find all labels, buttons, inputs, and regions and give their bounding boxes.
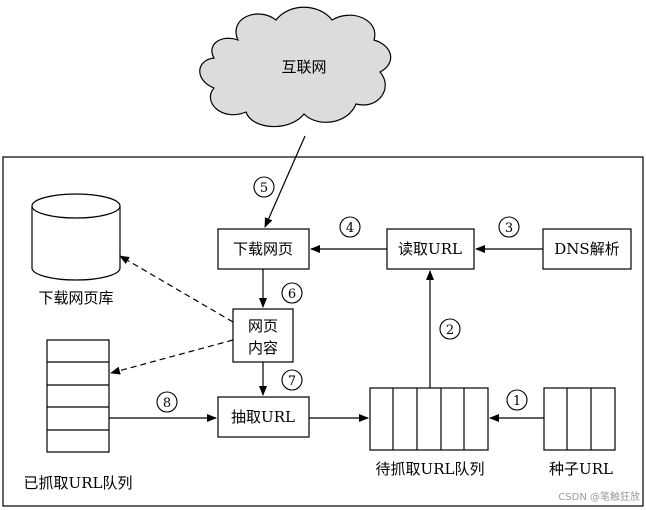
- extract-url-label: 抽取URL: [231, 408, 295, 426]
- page-db-cylinder: [31, 193, 121, 281]
- step-circle-7: 7: [281, 369, 303, 391]
- svg-text:4: 4: [346, 221, 354, 236]
- extract-url-box: [217, 396, 310, 438]
- pending-queue-stack: [369, 387, 489, 451]
- step-circle-6: 6: [281, 282, 303, 304]
- crawled-queue-stack: [46, 339, 110, 453]
- page-content-label-line2: 内容: [248, 339, 278, 357]
- step-circle-8: 8: [156, 391, 178, 413]
- svg-text:6: 6: [288, 287, 296, 302]
- crawled-queue-label: 已抓取URL队列: [24, 474, 133, 492]
- page-content-label-line1: 网页: [248, 317, 278, 335]
- seed-url-label: 种子URL: [549, 460, 613, 478]
- internet-label: 互联网: [281, 58, 326, 76]
- step-circle-4: 4: [339, 216, 361, 238]
- page-content-box: [232, 308, 294, 363]
- seed-url-stack: [543, 387, 616, 451]
- dns-label: DNS解析: [554, 240, 619, 258]
- internet-cloud: 互联网: [199, 6, 392, 128]
- svg-text:8: 8: [163, 396, 171, 411]
- step-circle-1: 1: [506, 389, 528, 411]
- read-url-box: [386, 228, 475, 270]
- svg-text:7: 7: [288, 374, 296, 389]
- step-circle-3: 3: [498, 216, 520, 238]
- watermark: CSDN @笔触狂放: [558, 490, 640, 503]
- read-url-label: 读取URL: [398, 240, 462, 258]
- system-frame: [2, 156, 644, 507]
- arrow-internet-to-download: [264, 135, 306, 228]
- step-circle-2: 2: [439, 318, 461, 340]
- svg-text:1: 1: [513, 394, 521, 409]
- svg-text:3: 3: [505, 221, 513, 236]
- step-circle-5: 5: [253, 176, 275, 198]
- download-page-label: 下载网页: [233, 240, 293, 258]
- svg-text:2: 2: [446, 323, 454, 338]
- page-db-label: 下载网页库: [38, 289, 113, 307]
- svg-text:5: 5: [260, 181, 268, 196]
- dashed-arrow-content-to-crawled: [110, 339, 234, 375]
- pending-queue-label: 待抓取URL队列: [376, 460, 485, 478]
- download-page-box: [217, 228, 310, 270]
- dashed-arrow-content-to-db: [119, 255, 234, 323]
